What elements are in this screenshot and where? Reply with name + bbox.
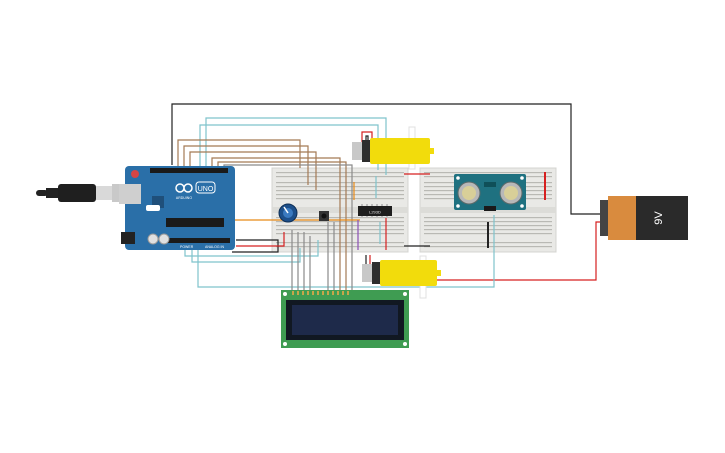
arduino-uno-board[interactable] <box>119 166 235 250</box>
wire-red-5v <box>236 232 285 247</box>
wire-cyan-1 <box>199 124 379 170</box>
battery-label: 9V <box>653 211 665 225</box>
lcd-header-pins <box>292 291 349 295</box>
push-button[interactable] <box>319 211 329 221</box>
wires <box>171 103 605 290</box>
usb-cable[interactable] <box>36 184 128 202</box>
wire-brown-3 <box>189 151 317 190</box>
wire-black-battery <box>171 103 605 215</box>
arduino-analog-label: ANALOG IN <box>205 245 225 249</box>
ultrasonic-sensor[interactable] <box>454 174 526 211</box>
arduino-model-label: UNO <box>198 186 214 193</box>
arduino-brand-label: ARDUINO <box>176 196 192 200</box>
ic-label: L293D <box>369 210 381 215</box>
dc-motor-top[interactable] <box>352 126 434 170</box>
dc-motor-bottom[interactable] <box>362 255 441 299</box>
lcd-display[interactable] <box>281 290 409 348</box>
potentiometer-knob-indicator <box>283 206 289 214</box>
battery-9v[interactable] <box>600 196 688 240</box>
wire-cyan-5 <box>184 240 319 257</box>
motor-driver-ic[interactable] <box>358 204 392 218</box>
wire-brown-5 <box>217 161 347 290</box>
wire-brown-1 <box>177 139 301 168</box>
lcd-screen <box>292 305 398 335</box>
wire-brown-4 <box>211 157 341 290</box>
arduino-power-label: POWER <box>180 245 194 249</box>
potentiometer[interactable] <box>278 203 298 223</box>
